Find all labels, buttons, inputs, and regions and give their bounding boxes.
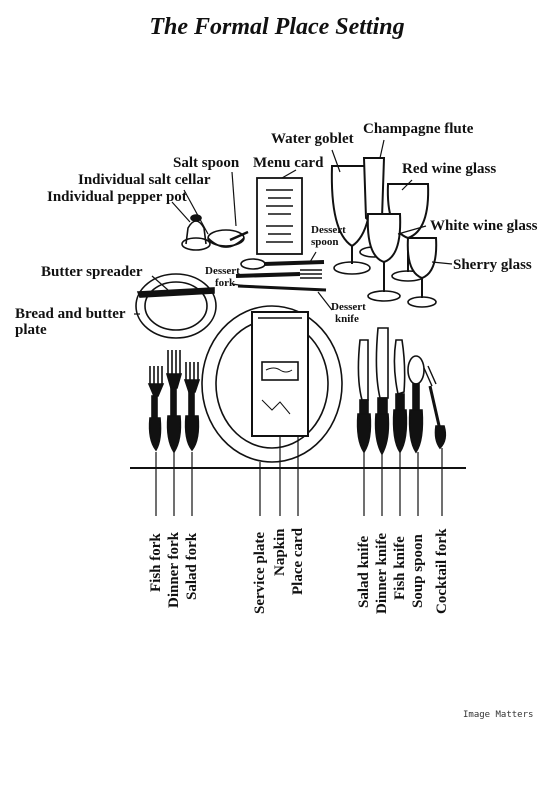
butter-spreader-drawing [136,287,215,298]
credit-text: Image Matters [463,710,534,720]
page-title: The Formal Place Setting [149,14,405,40]
cocktail-fork-drawing [423,365,447,450]
salad-knife-label: Salad knife [356,535,372,608]
dinner-knife-label: Dinner knife [374,533,390,614]
dessert-fork-label-line2: fork [215,277,236,289]
soup-spoon-label: Soup spoon [410,534,426,608]
place-card-label: Place card [290,527,306,595]
fish-fork-drawing [147,366,165,452]
bread-butter-plate-label-line2: plate [15,322,47,338]
sherry-glass-label: Sherry glass [453,257,532,273]
red-wine-glass-label: Red wine glass [402,161,497,177]
water-goblet-label: Water goblet [271,131,354,147]
menu-card-label: Menu card [253,155,324,171]
napkin-drawing [251,311,309,437]
butter-spreader-label: Butter spreader [41,264,143,280]
fish-knife-label: Fish knife [392,536,408,600]
fish-fork-label: Fish fork [148,533,164,592]
top-leader-lines [134,139,453,315]
salad-knife-drawing [356,339,372,454]
salt-cellar-label: Individual salt cellar [78,172,211,188]
white-wine-glass-drawing [366,213,402,302]
dinner-knife-drawing [374,327,390,456]
dessert-knife-label-line1: Dessert [331,301,366,313]
salad-fork-label: Salad fork [184,532,200,600]
dessert-spoon-label-line2: spoon [311,236,339,248]
white-wine-glass-label: White wine glass [430,218,538,234]
dinner-fork-label: Dinner fork [166,532,182,608]
pepper-pot-label: Individual pepper pot [47,189,187,205]
salad-fork-drawing [183,362,201,452]
dessert-spoon-label-line1: Dessert [311,224,346,236]
salt-cellar-drawing [207,229,249,248]
dinner-fork-drawing [165,350,183,454]
bottom-leader-lines [155,436,443,516]
dessert-fork-label-line1: Dessert [205,265,240,277]
salt-spoon-label: Salt spoon [173,155,240,171]
soup-spoon-drawing [407,355,425,454]
dessert-cutlery-drawing [235,258,327,292]
pepper-pot-drawing [181,214,211,251]
service-plate-label: Service plate [252,531,268,614]
sherry-glass-drawing [406,237,438,308]
menu-card-drawing [256,177,303,255]
bread-butter-plate-label-line1: Bread and butter [15,306,126,322]
cocktail-fork-label: Cocktail fork [434,528,450,614]
napkin-label: Napkin [272,528,288,576]
dessert-knife-label-line2: knife [335,313,359,325]
bread-butter-plate-drawing [135,273,217,339]
fish-knife-drawing [392,339,408,454]
champagne-flute-label: Champagne flute [363,121,474,137]
